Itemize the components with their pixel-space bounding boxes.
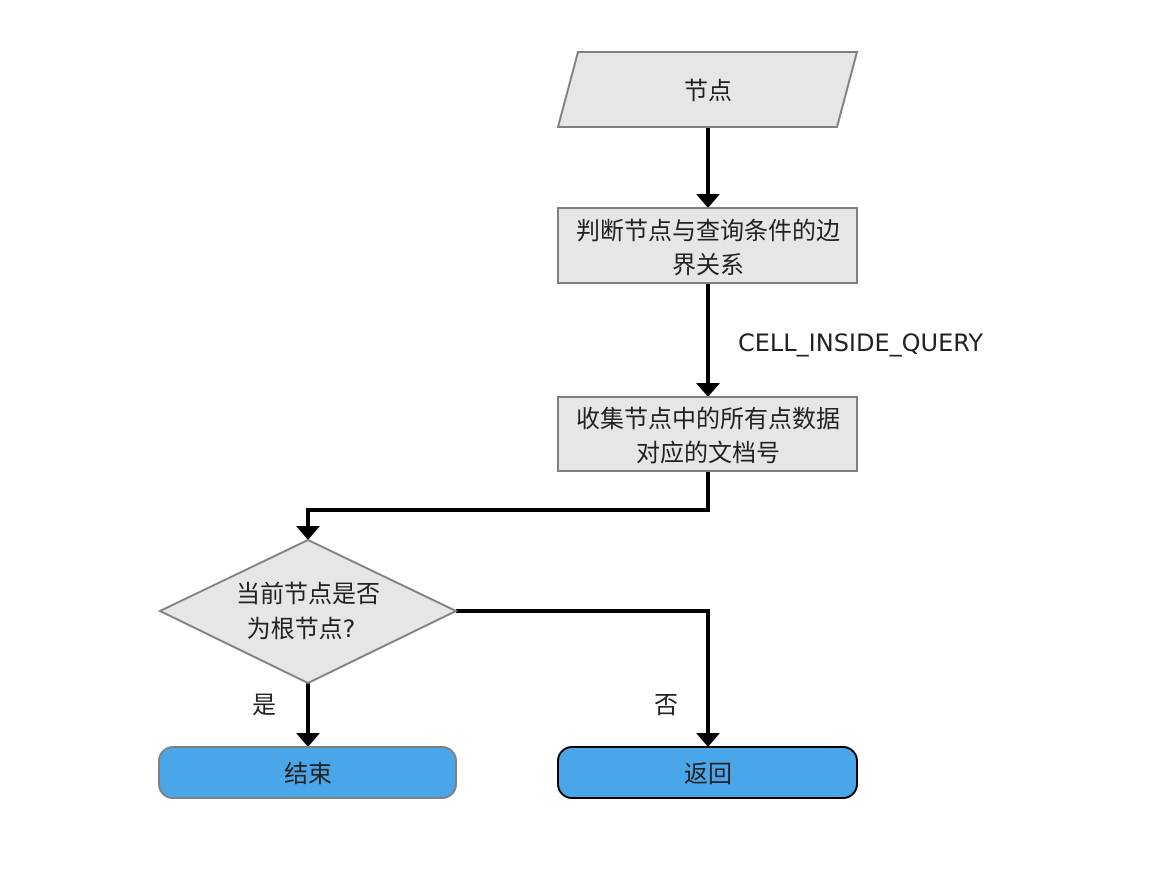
node-input-shape (556, 51, 859, 128)
node-return-label: 返回 (684, 760, 732, 788)
node-decision: 当前节点是否 为根节点? (157, 538, 459, 685)
arrowhead-collect (696, 383, 720, 397)
edge-label-cell-inside-query: CELL_INSIDE_QUERY (738, 329, 983, 357)
arrowhead-decision (296, 526, 320, 540)
node-judge-shape (557, 207, 858, 284)
node-end: 结束 (158, 746, 457, 799)
node-decision-line-1: 当前节点是否 (236, 580, 380, 608)
edge-collect-to-decision (306, 471, 710, 526)
node-judge-line-2: 界关系 (672, 251, 744, 279)
node-collect-shape (557, 396, 858, 472)
node-judge: 判断节点与查询条件的边 界关系 (557, 207, 858, 284)
node-input: 节点 (556, 51, 859, 128)
node-collect: 收集节点中的所有点数据 对应的文档号 (557, 396, 858, 472)
edge-label-no: 否 (654, 691, 678, 719)
arrowhead-return (696, 733, 720, 747)
edge-label-yes: 是 (252, 691, 276, 719)
edge-no (456, 609, 710, 733)
node-judge-line-1: 判断节点与查询条件的边 (576, 217, 840, 245)
node-decision-shape (157, 538, 459, 685)
node-decision-line-2: 为根节点? (247, 615, 356, 643)
arrowhead-end (296, 733, 320, 747)
node-input-label: 节点 (684, 77, 732, 105)
edges (296, 127, 720, 747)
node-return: 返回 (557, 746, 858, 799)
node-return-shape (557, 746, 858, 799)
node-collect-line-1: 收集节点中的所有点数据 (576, 405, 840, 433)
node-collect-line-2: 对应的文档号 (636, 439, 780, 467)
node-end-shape (158, 746, 457, 799)
node-end-label: 结束 (284, 760, 332, 788)
arrowhead-judge (696, 194, 720, 208)
